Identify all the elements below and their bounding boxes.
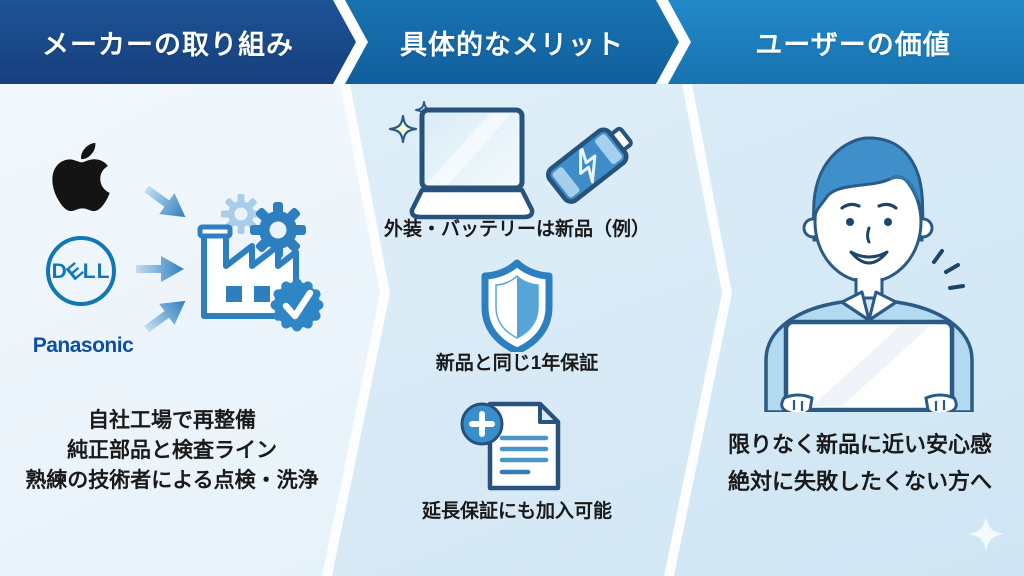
dell-logo-text: D E L L [51, 257, 111, 284]
dell-letter: D [51, 259, 68, 283]
laptop-icon [388, 101, 535, 220]
header-merits-label: 具体的なメリット [400, 29, 624, 60]
panasonic-logo: Panasonic [32, 334, 134, 357]
shield-icon [481, 259, 553, 352]
caption-line: 純正部品と検査ライン [67, 439, 277, 462]
caption-line: 限りなく新品に近い安心感 [727, 432, 992, 457]
document-plus-icon [460, 401, 561, 491]
dell-letter: L [82, 259, 97, 283]
caption-line: 熟練の技術者による点検・洗浄 [25, 469, 319, 492]
battery-icon [545, 126, 633, 204]
header-user-value: ユーザーの価値 [668, 0, 1024, 84]
emphasis-marks-icon [932, 249, 965, 290]
corner-sparkle-icon [968, 516, 1004, 552]
factory-icon [197, 194, 324, 332]
merit-caption-exterior-battery: 外装・バッテリーは新品（例） [383, 219, 650, 240]
dell-logo: D E L L [46, 236, 116, 306]
header-manufacturer: メーカーの取り組み [0, 0, 356, 84]
user-value-caption: 限りなく新品に近い安心感 絶対に失敗したくない方へ [698, 426, 1022, 500]
header-user-value-label: ユーザーの価値 [755, 29, 951, 60]
caption-line: 自社工場で再整備 [88, 409, 256, 432]
dell-letter: L [96, 259, 111, 283]
arrow-right-icon [136, 256, 184, 282]
manufacturer-caption: 自社工場で再整備 純正部品と検査ライン 熟練の技術者による点検・洗浄 [2, 406, 342, 496]
caption-line: 絶対に失敗したくない方へ [727, 469, 992, 494]
header-merits: 具体的なメリット [345, 0, 679, 84]
merit-caption-warranty: 新品と同じ1年保証 [435, 353, 599, 374]
header-manufacturer-label: メーカーの取り組み [42, 29, 294, 60]
arrow-right-icon [144, 300, 186, 333]
arrow-right-icon [144, 185, 186, 218]
merit-caption-extended-warranty: 延長保証にも加入可能 [421, 501, 612, 522]
small-gear-icon [221, 194, 261, 234]
apple-logo [52, 142, 110, 212]
big-gear-icon [250, 202, 306, 258]
person-illustration [764, 136, 974, 412]
check-seal-icon [270, 278, 324, 332]
